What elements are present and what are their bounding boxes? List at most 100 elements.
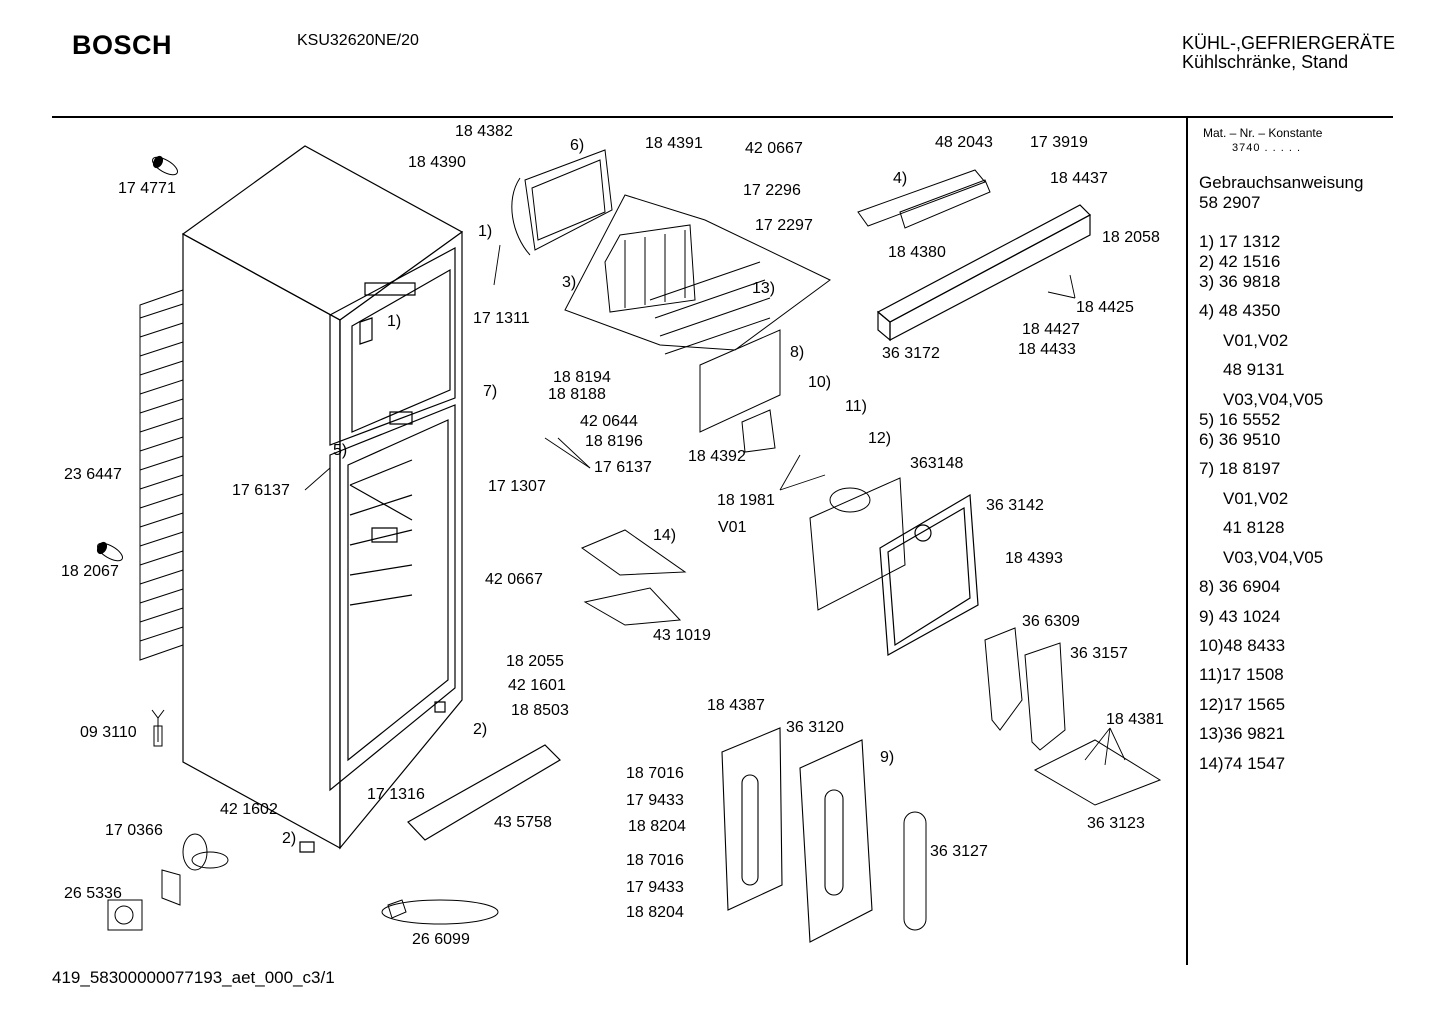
part-label: 1) bbox=[387, 313, 402, 330]
coil-tube bbox=[140, 627, 183, 641]
coil-tube bbox=[140, 475, 183, 489]
part-label: 17 2296 bbox=[743, 182, 801, 199]
part-label: 17 6137 bbox=[594, 459, 652, 476]
coil-tube bbox=[140, 513, 183, 527]
parts-list-item: V01,V02 bbox=[1223, 489, 1289, 508]
part-label: 11) bbox=[845, 398, 867, 415]
part-label: 18 8194 bbox=[553, 369, 611, 386]
header-divider bbox=[52, 116, 1393, 118]
parts-list-item: 41 8128 bbox=[1223, 518, 1285, 537]
part-label: 9) bbox=[880, 749, 895, 766]
part-label: 14) bbox=[653, 527, 677, 544]
part-label: 363148 bbox=[910, 455, 964, 472]
roller-18-2067 bbox=[95, 540, 125, 564]
part-label: 3) bbox=[562, 274, 577, 291]
parts-list-item: 12)17 1565 bbox=[1199, 695, 1286, 714]
part-label: 42 1601 bbox=[508, 677, 566, 694]
part-label: 23 6447 bbox=[64, 466, 122, 483]
part-label: 12) bbox=[868, 430, 892, 447]
leader-lines bbox=[305, 245, 1125, 765]
cover-36-3142 bbox=[880, 495, 978, 655]
part-label: 18 1981 bbox=[717, 492, 775, 509]
part-label: 18 7016 bbox=[626, 765, 684, 782]
part-label: 18 4391 bbox=[645, 135, 703, 152]
document-id: 419_58300000077193_aet_000_c3/1 bbox=[52, 968, 335, 987]
coil-tube bbox=[140, 494, 183, 508]
coil-tube bbox=[140, 608, 183, 622]
part-label: 5) bbox=[333, 442, 348, 459]
power-cable-26-6099 bbox=[382, 900, 498, 924]
motor-26-5336 bbox=[108, 900, 142, 930]
part-label: 2) bbox=[473, 721, 488, 738]
parts-list-item: 10)48 8433 bbox=[1199, 636, 1286, 655]
parts-list-item: 48 9131 bbox=[1223, 360, 1285, 379]
part-label: 17 1316 bbox=[367, 786, 425, 803]
parts-list-item: 9) 43 1024 bbox=[1199, 607, 1281, 626]
part-label: 18 7016 bbox=[626, 852, 684, 869]
parts-list-item: 1) 17 1312 bbox=[1199, 232, 1281, 251]
part-label: 42 0667 bbox=[485, 571, 543, 588]
parts-list-item: 6) 36 9510 bbox=[1199, 430, 1281, 449]
part-label: 18 8204 bbox=[628, 818, 686, 835]
part-label: 18 4381 bbox=[1106, 711, 1164, 728]
coil-tube bbox=[140, 304, 183, 318]
part-label: 48 2043 bbox=[935, 134, 993, 151]
parts-list-item: 2) 42 1516 bbox=[1199, 252, 1281, 271]
part-label: V01 bbox=[718, 519, 747, 536]
part-label: 17 9433 bbox=[626, 792, 684, 809]
part-label: 18 8503 bbox=[511, 702, 569, 719]
frame-6 bbox=[512, 150, 612, 255]
part-label: 17 0366 bbox=[105, 822, 163, 839]
part-label: 36 3123 bbox=[1087, 815, 1145, 832]
part-label: 18 8196 bbox=[585, 433, 643, 450]
part-label: 17 1307 bbox=[488, 478, 546, 495]
part-09-3110 bbox=[152, 710, 164, 746]
part-label: 17 1311 bbox=[473, 310, 530, 327]
part-label: 17 3919 bbox=[1030, 134, 1088, 151]
part-label: 13) bbox=[752, 280, 776, 297]
panel-8 bbox=[700, 330, 780, 452]
part-36-3127 bbox=[904, 812, 926, 930]
coil-tube bbox=[140, 532, 183, 546]
coil-tube bbox=[140, 437, 183, 451]
coil-tube bbox=[140, 361, 183, 375]
part-label: 18 2067 bbox=[61, 563, 119, 580]
coil-tube bbox=[140, 570, 183, 584]
parts-list-item: 11)17 1508 bbox=[1199, 665, 1284, 684]
part-label: 09 3110 bbox=[80, 724, 137, 741]
part-label: 18 2055 bbox=[506, 653, 564, 670]
part-label: 26 6099 bbox=[412, 931, 470, 948]
part-label: 17 6137 bbox=[232, 482, 290, 499]
part-14 bbox=[582, 530, 685, 625]
parts-list-item: 4) 48 4350 bbox=[1199, 301, 1281, 320]
part-label: 18 8204 bbox=[626, 904, 684, 921]
brand-logo: BOSCH bbox=[72, 30, 173, 60]
part-label: 2) bbox=[282, 830, 297, 847]
part-label: 6) bbox=[570, 137, 585, 154]
cover-36-3148 bbox=[810, 478, 905, 610]
part-label: 8) bbox=[790, 344, 805, 361]
part-label: 18 4393 bbox=[1005, 550, 1063, 567]
part-label: 18 4433 bbox=[1018, 341, 1076, 358]
part-label: 18 4382 bbox=[455, 123, 513, 140]
part-label: 26 5336 bbox=[64, 885, 122, 902]
coil-tube bbox=[140, 380, 183, 394]
parts-list-item: 7) 18 8197 bbox=[1199, 459, 1281, 478]
model-number: KSU32620NE/20 bbox=[297, 32, 419, 49]
part-label: 42 0644 bbox=[580, 413, 638, 430]
part-label: 18 4380 bbox=[888, 244, 946, 261]
door-liners bbox=[722, 728, 872, 942]
parts-list-item: 5) 16 5552 bbox=[1199, 410, 1281, 429]
fan-17-0366 bbox=[162, 834, 228, 905]
refrigerator-cabinet bbox=[183, 146, 462, 852]
category-title: KÜHL-,GEFRIERGERÄTE bbox=[1182, 33, 1396, 53]
part-label: 36 3127 bbox=[930, 843, 988, 860]
part-label: 4) bbox=[893, 170, 908, 187]
control-panel-4 bbox=[858, 170, 990, 228]
manual-label: Gebrauchsanweisung bbox=[1199, 173, 1364, 192]
part-label: 17 2297 bbox=[755, 217, 813, 234]
part-label: 10) bbox=[808, 374, 832, 391]
part-label: 42 1602 bbox=[220, 801, 278, 818]
material-number-header: Mat. – Nr. – Konstante bbox=[1203, 126, 1323, 140]
